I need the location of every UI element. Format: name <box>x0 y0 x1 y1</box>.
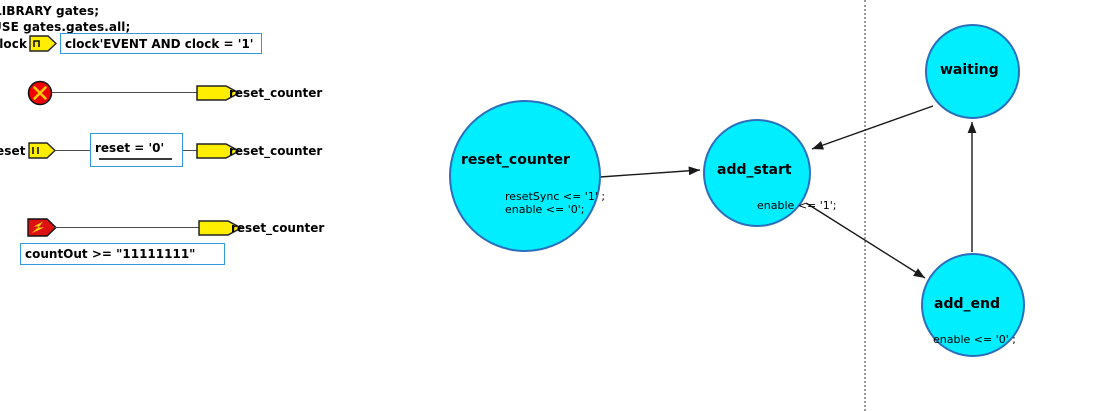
yellow-arrow-icon-1[interactable] <box>196 83 241 103</box>
clock-edge-icon[interactable] <box>29 35 58 52</box>
transition-condition-text-3: countOut >= "11111111" <box>25 247 196 261</box>
state-node-waiting[interactable] <box>925 24 1020 119</box>
edge-waiting-add_start <box>811 105 934 150</box>
state-action-reset_counter-0: resetSync <= '1' ; <box>505 190 606 203</box>
transition-source-label-2: reset <box>0 144 26 158</box>
state-name-add_end: add_end <box>934 296 1000 312</box>
page-divider <box>864 0 866 411</box>
state-node-add_end[interactable] <box>921 253 1025 357</box>
state-node-add_start[interactable] <box>703 119 811 227</box>
state-name-waiting: waiting <box>940 62 999 78</box>
transition-target-label-3: reset_counter <box>231 221 325 235</box>
code-line-2: USE gates.gates.all; <box>0 20 131 34</box>
yellow-arrow-icon-3[interactable] <box>198 218 243 238</box>
red-lightning-tag-icon[interactable] <box>27 218 58 237</box>
condition-underline <box>99 157 173 160</box>
transition-condition-box-2[interactable]: reset = '0' <box>90 133 183 167</box>
state-name-add_start: add_start <box>717 162 792 178</box>
clock-condition-text: clock'EVENT AND clock = '1' <box>65 36 254 51</box>
code-line-1: LIBRARY gates; <box>0 4 100 18</box>
clock-condition-box[interactable]: clock'EVENT AND clock = '1' <box>60 33 262 54</box>
transition-condition-box-3[interactable]: countOut >= "11111111" <box>20 243 225 265</box>
state-action-reset_counter-1: enable <= '0'; <box>505 203 585 216</box>
transition-wire-1 <box>52 92 199 93</box>
state-node-reset_counter[interactable] <box>449 100 601 252</box>
yellow-arrow-icon-2[interactable] <box>196 141 241 161</box>
state-name-reset_counter: reset_counter <box>461 152 570 168</box>
edge-reset_counter-add_start <box>599 166 701 178</box>
state-action-add_start-0: enable <= '1'; <box>757 199 837 212</box>
transition-target-label-2: reset_counter <box>229 144 323 158</box>
transition-target-label-1: reset_counter <box>229 86 323 100</box>
transition-wire-3 <box>54 227 202 228</box>
yellow-signal-tag-icon[interactable] <box>28 142 57 159</box>
state-action-add_end-0: enable <= '0' ; <box>933 333 1016 346</box>
transition-wire-2b <box>183 150 199 151</box>
transition-wire-2a <box>55 150 90 151</box>
transition-condition-text-2: reset = '0' <box>95 140 165 155</box>
clock-signal-label: clock <box>0 37 28 51</box>
red-x-circle-icon[interactable] <box>27 80 53 106</box>
